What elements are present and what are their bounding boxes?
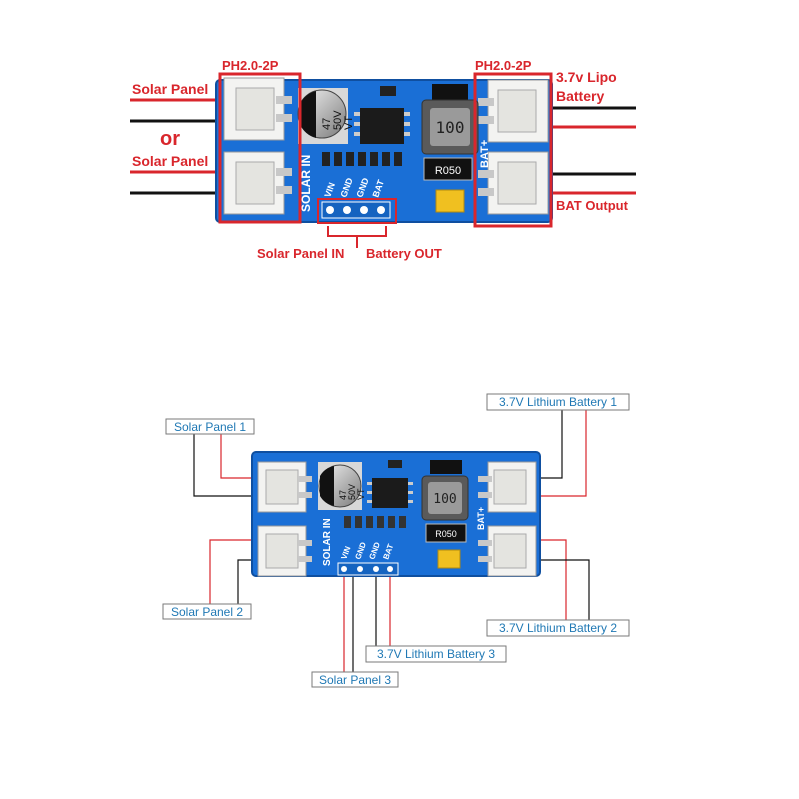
top-tantalum-cap: [435, 189, 465, 213]
bottom-right-connector-2: [478, 525, 537, 577]
bottom-smd-part: [388, 460, 402, 468]
top-capacitor: 47 50V VT: [297, 88, 355, 144]
top-inductor: 100: [421, 99, 479, 155]
bottom-label-solar-panel-1: Solar Panel 1: [165, 418, 255, 435]
bottom-capacitor: 47 50V VT: [318, 462, 366, 510]
bottom-diagram: 47 50V VT 100 R050: [162, 393, 630, 688]
bottom-tantalum-cap: [437, 549, 461, 569]
top-right-connector-1: [478, 79, 549, 143]
bottom-label-battery-2: 3.7V Lithium Battery 2: [486, 619, 630, 637]
bottom-smd-row: [344, 516, 406, 528]
top-resistor: R050: [423, 157, 473, 181]
top-smd-part: [380, 86, 396, 96]
bottom-cap-label-3: VT: [356, 488, 366, 500]
bottom-diode: [430, 460, 462, 474]
top-connector-label-right: PH2.0-2P: [475, 58, 532, 73]
top-cap-label-2: 50V: [332, 110, 344, 130]
bottom-label-solar-panel-3: Solar Panel 3: [311, 671, 399, 688]
top-bat-output-label: BAT Output: [556, 198, 629, 213]
top-left-connector-highlight: [218, 72, 302, 224]
bottom-cap-label-2: 50V: [347, 484, 357, 500]
top-smd-row: [322, 152, 402, 166]
top-left-connector-1: [223, 77, 292, 141]
bottom-label-battery-1-text: 3.7V Lithium Battery 1: [499, 395, 617, 409]
top-diode: [432, 84, 468, 100]
top-header-bracket: [327, 226, 387, 237]
bottom-silk-solar-in: SOLAR IN: [322, 518, 333, 566]
bottom-label-battery-3-text: 3.7V Lithium Battery 3: [377, 647, 495, 661]
top-pin-header-highlight: [317, 198, 397, 224]
bottom-resistor: R050: [425, 523, 467, 543]
bottom-label-solar-panel-1-text: Solar Panel 1: [174, 420, 246, 434]
top-silk-solar-in: SOLAR IN: [299, 155, 313, 212]
bottom-left-connector-2: [257, 525, 312, 577]
top-pin-header: [321, 201, 391, 219]
top-lipo-label-line2: Battery: [556, 88, 604, 104]
bottom-label-solar-panel-2-text: Solar Panel 2: [171, 605, 243, 619]
bottom-inductor: 100: [421, 475, 469, 521]
bottom-label-battery-1: 3.7V Lithium Battery 1: [486, 393, 630, 411]
bottom-label-battery-2-text: 3.7V Lithium Battery 2: [499, 621, 617, 635]
bottom-wires: [193, 410, 590, 672]
bottom-label-battery-3: 3.7V Lithium Battery 3: [365, 645, 507, 663]
top-right-wires: [548, 106, 636, 195]
top-solar-panel-label-b: Solar Panel: [132, 153, 208, 169]
top-pcb: 47 50V VT 100 R05: [215, 77, 553, 223]
top-battery-out-label: Battery OUT: [366, 246, 442, 261]
top-resistor-label: R050: [435, 165, 461, 177]
top-solar-panel-label-a: Solar Panel: [132, 81, 208, 97]
top-cap-label-1: 47: [321, 118, 333, 130]
bottom-inductor-label: 100: [433, 492, 456, 507]
top-silk-bat-plus: BAT+: [479, 140, 491, 168]
top-left-connector-2: [223, 151, 292, 215]
bottom-label-solar-panel-3-text: Solar Panel 3: [319, 673, 391, 687]
top-pin-label-vin: VIN: [322, 181, 337, 199]
bottom-ic-chip: [367, 478, 413, 508]
top-right-connector-2: [478, 151, 549, 215]
top-diagram: 47 50V VT 100 R05: [130, 58, 636, 261]
bottom-pin-header: [337, 562, 399, 576]
bottom-right-connector-1: [478, 461, 537, 513]
top-connector-label-left: PH2.0-2P: [222, 58, 279, 73]
top-cap-label-3: VT: [343, 116, 355, 130]
bottom-pin-label-vin: VIN: [339, 545, 352, 561]
bottom-cap-label-1: 47: [338, 490, 348, 500]
top-ic-chip: [354, 108, 410, 144]
top-lipo-label-line1: 3.7v Lipo: [556, 69, 617, 85]
top-left-wires: [130, 98, 228, 195]
top-right-connector-highlight: [473, 72, 553, 228]
top-solar-panel-in-label: Solar Panel IN: [257, 246, 344, 261]
bottom-left-connector-1: [257, 461, 312, 513]
bottom-pcb: 47 50V VT 100 R050: [251, 451, 541, 577]
bottom-resistor-label: R050: [435, 529, 457, 539]
top-or-label: or: [160, 128, 180, 150]
top-inductor-label: 100: [436, 118, 465, 137]
bottom-silk-bat-plus: BAT+: [476, 507, 486, 530]
bottom-label-solar-panel-2: Solar Panel 2: [162, 603, 252, 620]
